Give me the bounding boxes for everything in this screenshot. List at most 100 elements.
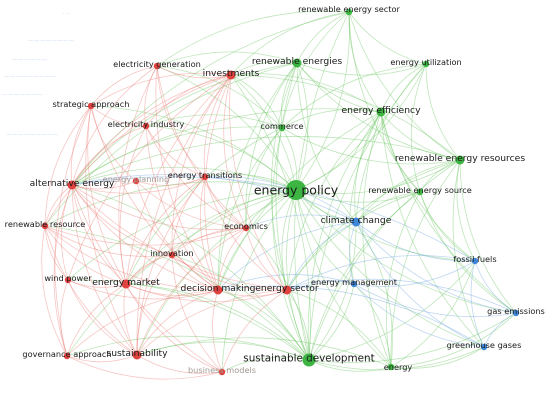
- node-energy-policy[interactable]: [286, 180, 306, 200]
- edge-alternative-energy-energy-market: [71, 184, 127, 285]
- edge-strategic-approach-renewable-resource: [44, 105, 92, 227]
- node-renewable-energy-resources[interactable]: [455, 155, 465, 165]
- label-renewable-energies: renewable energies: [252, 56, 343, 67]
- node-gas-emissions[interactable]: [512, 309, 520, 317]
- edge-energy-transitions-energy-market: [125, 176, 206, 285]
- edge-economics-innovation: [171, 227, 247, 256]
- edge-sustainable-development-innovation: [171, 254, 310, 361]
- edge-energy-policy-business-models: [221, 189, 297, 373]
- faint-overlay-line: ~~~~~~: [12, 55, 48, 66]
- edge-renewable-energies-energy-efficiency: [296, 62, 382, 113]
- node-wind-power[interactable]: [64, 276, 72, 284]
- node-business-models[interactable]: [218, 368, 226, 376]
- edge-layer: [41, 10, 517, 380]
- edge-renewable-energy-sector-energy-efficiency: [348, 11, 382, 113]
- node-commerce[interactable]: [278, 124, 286, 132]
- edge-renewable-energies-electricity-generation: [156, 51, 298, 67]
- node-energy-market[interactable]: [121, 279, 131, 289]
- node-energy[interactable]: [387, 363, 395, 371]
- label-commerce: commerce: [260, 121, 303, 131]
- edge-renewable-energy-source-fossil-fuels: [419, 191, 476, 262]
- edge-renewable-energy-sector-renewable-energy-resources: [348, 11, 461, 161]
- edge-sustainable-development-fossil-fuels: [308, 260, 476, 361]
- edge-energy-policy-alternative-energy: [71, 166, 297, 191]
- faint-overlay-line: ~~~~~~~~~: [4, 72, 57, 83]
- node-energy-sector[interactable]: [282, 285, 292, 295]
- edge-energy-efficiency-energy-sector: [286, 111, 382, 291]
- edge-renewable-energy-source-sustainable-development: [308, 191, 421, 361]
- node-greenhouse-gases[interactable]: [480, 343, 488, 351]
- edge-commerce-renewable-energy-resources: [281, 127, 461, 165]
- label-electricity-generation: electricity generation: [113, 59, 201, 69]
- node-renewable-energy-source[interactable]: [416, 188, 424, 196]
- edge-renewable-resource-decision-making: [44, 225, 219, 291]
- edge-renewable-resource-governance-approach: [41, 225, 68, 357]
- node-investments[interactable]: [226, 70, 236, 80]
- edge-sustainable-development-wind-power: [67, 279, 310, 361]
- edge-energy-transitions-economics: [204, 176, 247, 229]
- node-sustainable-development[interactable]: [302, 353, 316, 367]
- edge-energy-market-business-models: [125, 283, 223, 373]
- node-energy-utilization[interactable]: [422, 60, 430, 68]
- edge-energy-energy-management: [353, 283, 392, 368]
- edge-alternative-energy-governance-approach: [53, 184, 73, 357]
- edge-sustainability-business-models: [136, 354, 223, 374]
- edge-strategic-approach-decision-making: [90, 105, 219, 291]
- node-sustainability[interactable]: [132, 350, 142, 360]
- edge-renewable-energies-renewable-energy-resources: [296, 62, 461, 161]
- node-energy-planning[interactable]: [132, 177, 140, 185]
- edge-electricity-generation-decision-making: [155, 65, 219, 291]
- edge-renewable-energy-resources-fossil-fuels: [456, 159, 476, 262]
- edge-electricity-generation-strategic-approach: [90, 65, 158, 107]
- label-energy-transitions: energy transitions: [168, 170, 242, 180]
- node-climate-change[interactable]: [351, 217, 361, 227]
- node-renewable-energy-sector[interactable]: [345, 8, 353, 16]
- node-energy-management[interactable]: [350, 280, 358, 288]
- edge-energy-policy-greenhouse-gases: [295, 189, 485, 348]
- node-electricity-generation[interactable]: [153, 62, 161, 70]
- node-layer: [41, 8, 520, 376]
- node-renewable-resource[interactable]: [41, 222, 49, 230]
- edge-investments-electricity-industry: [145, 74, 232, 127]
- node-fossil-fuels[interactable]: [471, 257, 479, 265]
- edge-renewable-energy-resources-climate-change: [355, 159, 461, 223]
- node-innovation[interactable]: [168, 251, 176, 259]
- edge-energy-policy-sustainability: [136, 189, 297, 356]
- edge-renewable-energies-economics: [245, 62, 298, 229]
- edge-energy-policy-electricity-generation: [156, 65, 297, 191]
- node-decision-making[interactable]: [213, 285, 223, 295]
- edge-sustainable-development-climate-change: [308, 221, 357, 361]
- edge-energy-market-sustainability: [123, 283, 138, 356]
- edge-renewable-energy-source-energy-sector: [286, 191, 421, 291]
- edge-energy-efficiency-alternative-energy: [71, 108, 382, 186]
- edge-climate-change-gas-emissions: [355, 221, 517, 314]
- edge-commerce-electricity-industry: [145, 114, 283, 129]
- edge-energy-policy-investments: [230, 74, 297, 191]
- edge-renewable-energies-energy-utilization: [296, 62, 427, 76]
- edge-energy-policy-energy: [295, 189, 392, 368]
- edge-renewable-energy-source-climate-change: [355, 191, 421, 223]
- node-governance-approach[interactable]: [63, 352, 71, 360]
- node-energy-efficiency[interactable]: [376, 107, 386, 117]
- edge-renewable-energies-energy-sector: [270, 62, 298, 291]
- node-alternative-energy[interactable]: [67, 180, 77, 190]
- edge-commerce-economics: [245, 127, 283, 229]
- label-energy-utilization: energy utilization: [390, 57, 461, 67]
- edge-strategic-approach-sustainability: [85, 105, 138, 356]
- edge-energy-transitions-sustainability: [136, 176, 206, 356]
- edge-renewable-energy-sector-investments: [230, 11, 350, 76]
- label-governance-approach: governance approach: [22, 349, 111, 359]
- edge-energy-policy-fossil-fuels: [295, 189, 476, 262]
- node-electricity-industry[interactable]: [142, 122, 150, 130]
- edge-energy-planning-decision-making: [135, 180, 219, 291]
- faint-overlay-line: ~~~~~~~: [2, 90, 43, 101]
- node-renewable-energies[interactable]: [292, 58, 302, 68]
- node-economics[interactable]: [242, 224, 250, 232]
- edge-energy-management-gas-emissions: [353, 283, 517, 318]
- edge-energy-transitions-energy-sector: [204, 176, 288, 291]
- node-energy-transitions[interactable]: [201, 173, 209, 181]
- node-strategic-approach[interactable]: [87, 102, 95, 110]
- edge-governance-approach-business-models: [66, 355, 223, 380]
- edge-alternative-energy-business-models: [71, 184, 223, 373]
